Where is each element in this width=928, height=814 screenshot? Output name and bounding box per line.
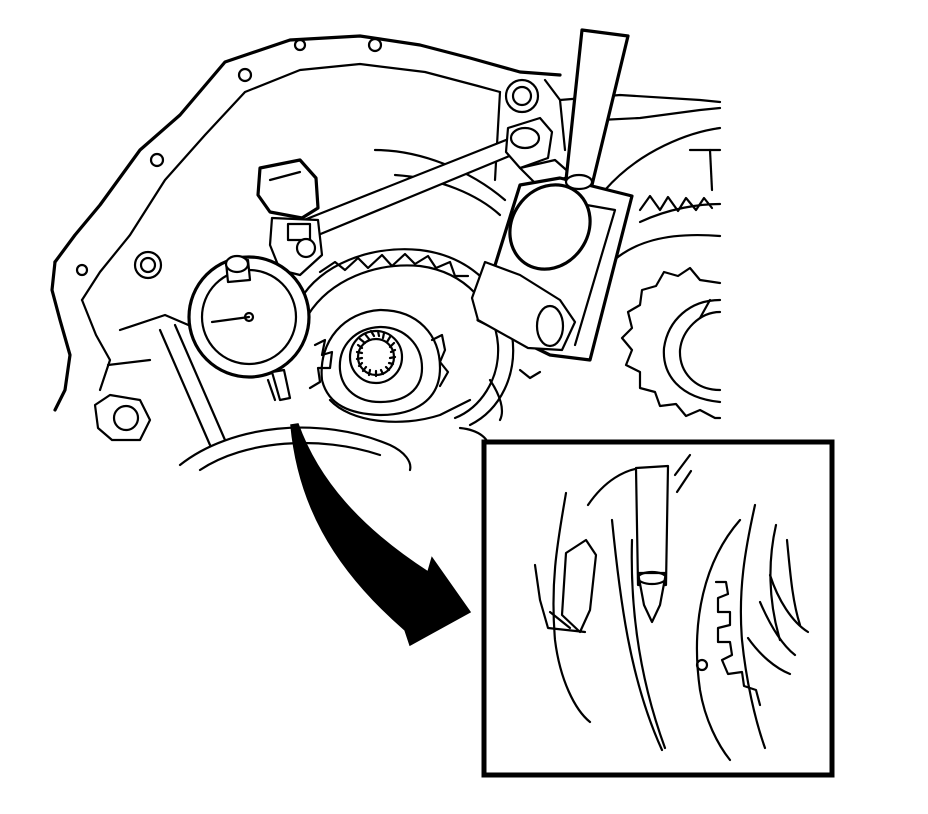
detail-contents bbox=[533, 453, 810, 762]
dial-indicator bbox=[187, 158, 324, 402]
callout-arrow bbox=[290, 423, 472, 647]
detail-inset bbox=[481, 439, 835, 778]
lower-gear-arcs bbox=[178, 426, 490, 472]
input-shaft-splines bbox=[355, 329, 397, 378]
right-gear bbox=[602, 233, 722, 420]
flange-bolt-holes bbox=[75, 37, 540, 432]
central-clutch-assembly bbox=[298, 248, 542, 427]
magnetic-base-stand bbox=[297, 28, 634, 362]
transaxle-case bbox=[50, 34, 722, 447]
